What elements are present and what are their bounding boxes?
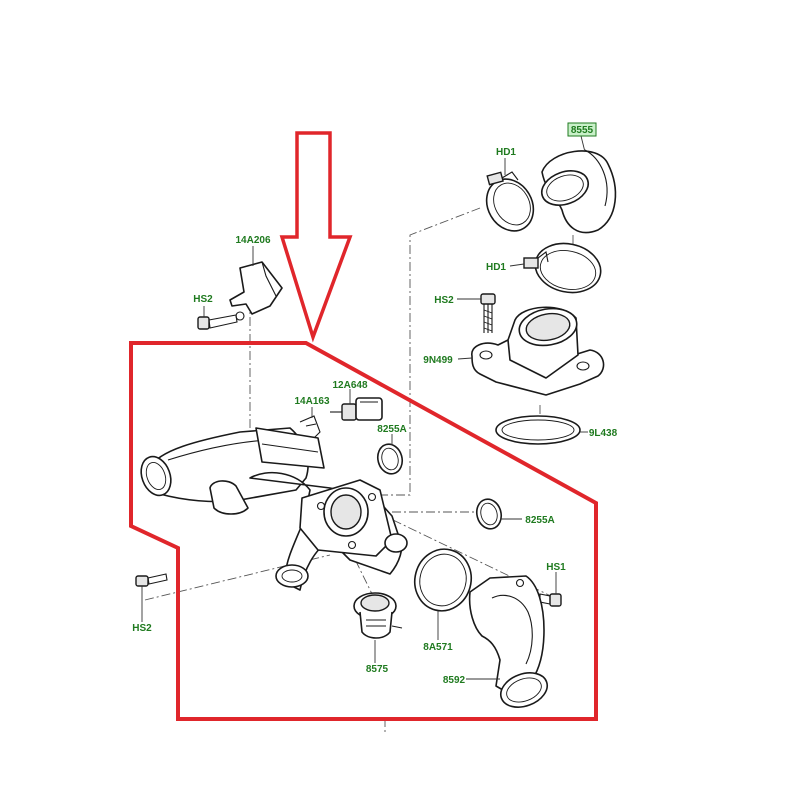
- elbow-hose-8555: [540, 149, 617, 234]
- coolant-housing-assembly: [140, 427, 408, 591]
- label-9l438: 9L438: [589, 428, 618, 439]
- label-hs2-left-bottom: HS2: [132, 623, 152, 634]
- seal-ring-9l438: [495, 415, 581, 445]
- thermostat-8575: [353, 592, 403, 639]
- label-14a163: 14A163: [294, 396, 329, 407]
- seal-ring-8a571: [413, 548, 473, 612]
- label-hs2-right: HS2: [434, 295, 454, 306]
- label-hd1-top: HD1: [496, 147, 516, 158]
- clip-14a163: [299, 415, 321, 441]
- label-hs1: HS1: [546, 562, 566, 573]
- temperature-sensor-12a648: [330, 397, 383, 421]
- hose-clamp-hd1-middle: [523, 242, 602, 294]
- label-8255a-lower: 8255A: [525, 515, 554, 526]
- hose-clamp-hd1-upper: [485, 171, 535, 232]
- bolt-hs2-left-top: [197, 314, 238, 330]
- label-8575: 8575: [366, 664, 389, 675]
- leader-lines: [141, 135, 588, 680]
- bolt-hs2-left-bottom: [135, 573, 168, 587]
- bracket-14a206: [229, 261, 283, 321]
- clip-8255a-lower: [475, 498, 503, 530]
- red-outline: [129, 341, 598, 721]
- callout-labels: 8555 HD1 HD1 HS2 9N499 9L438 14A206 HS2 …: [132, 122, 618, 686]
- red-highlight: [129, 131, 598, 721]
- label-14a206: 14A206: [235, 235, 270, 246]
- bolt-hs1: [539, 593, 562, 607]
- label-hd1-middle: HD1: [486, 262, 506, 273]
- water-outlet-8592: [468, 575, 549, 708]
- label-hs2-left-top: HS2: [193, 294, 213, 305]
- label-8555-box: [567, 122, 597, 137]
- label-8255a-upper: 8255A: [377, 424, 406, 435]
- bolt-hs2-right: [480, 293, 496, 333]
- red-arrow: [279, 131, 353, 343]
- label-12a648: 12A648: [332, 380, 367, 391]
- outlet-housing-9n499: [471, 306, 605, 396]
- label-8a571: 8A571: [423, 642, 453, 653]
- label-9n499: 9N499: [423, 355, 453, 366]
- label-8555: 8555: [571, 125, 594, 136]
- clip-8255a-upper: [376, 443, 404, 475]
- label-8592: 8592: [443, 675, 466, 686]
